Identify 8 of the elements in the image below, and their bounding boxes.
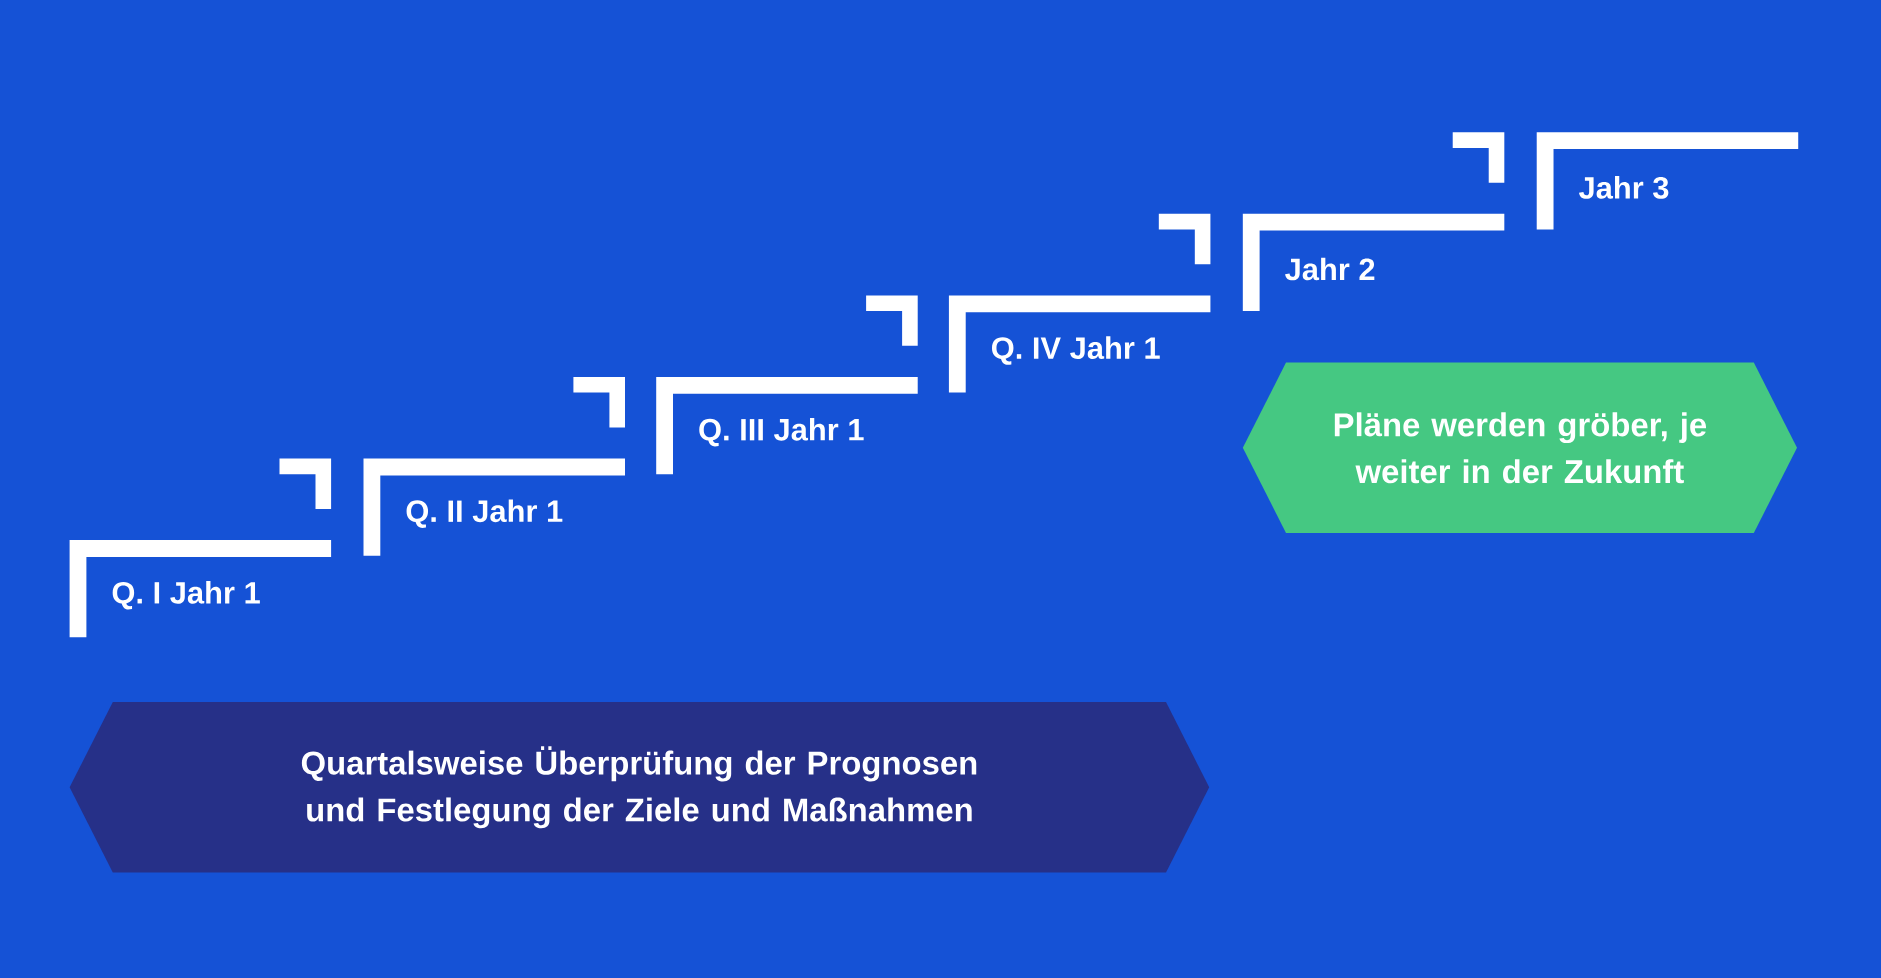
hexagon-banner: Quartalsweise Überprüfung der Prognosen und Festlegung der Ziele und Maßnahmen [69, 702, 1210, 873]
step-bracket: Q. III Jahr 1 [656, 377, 918, 475]
step-bracket: Q. II Jahr 1 [363, 458, 625, 556]
hexagon-banner: Pläne werden gröber, je weiter in der Zukunft [1242, 362, 1797, 533]
step-bracket: Jahr 3 [1536, 132, 1799, 230]
step-bracket: Jahr 2 [1242, 213, 1505, 311]
step-bracket: Q. IV Jahr 1 [948, 295, 1211, 393]
step-bracket: Q. I Jahr 1 [69, 540, 332, 638]
